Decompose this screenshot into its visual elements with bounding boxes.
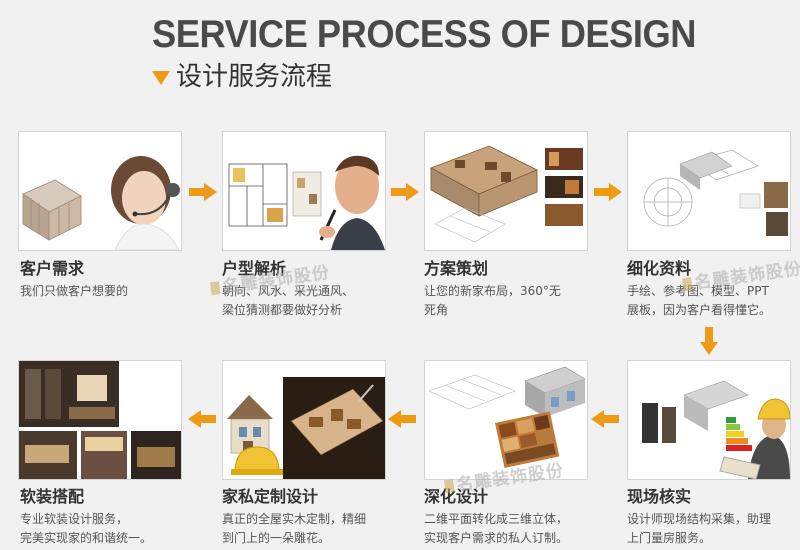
page-subtitle: 设计服务流程	[152, 62, 332, 92]
arrow-left-icon	[188, 410, 216, 428]
step-image-floorplan	[222, 131, 386, 251]
step-desc-line2: 到门上的一朵雕花。	[222, 531, 331, 545]
logo-icon	[209, 281, 221, 296]
step-desc-line1: 我们只做客户想要的	[20, 284, 129, 298]
arrow-left-icon	[591, 410, 619, 428]
step-image-furniture-custom	[222, 360, 386, 480]
step-desc-line2: 死角	[424, 303, 449, 317]
step-title: 细化资料	[627, 259, 692, 278]
step-image-customer-needs	[18, 131, 182, 251]
step-title: 家私定制设计	[222, 487, 319, 506]
step-image-site-survey	[627, 360, 791, 480]
step-image-3d-plan	[424, 131, 588, 251]
step-desc-line1: 让您的新家布局，360°无	[424, 284, 561, 298]
step-desc-line1: 手绘、参考图、模型、PPT	[627, 284, 769, 298]
triangle-down-icon	[152, 71, 170, 85]
step-image-soft-furnishing	[18, 360, 182, 480]
step-image-deepen-design	[424, 360, 588, 480]
step-desc-line2: 展板，因为客户看得懂它。	[627, 303, 772, 317]
step-desc-line1: 设计师现场结构采集，助理	[627, 512, 772, 526]
arrow-right-icon	[189, 183, 217, 201]
step-title: 软装搭配	[20, 487, 85, 506]
step-title: 深化设计	[424, 487, 489, 506]
step-image-detail-drawings	[627, 131, 791, 251]
arrow-right-icon	[594, 183, 622, 201]
subtitle-text: 设计服务流程	[176, 62, 333, 92]
arrow-down-icon	[700, 327, 718, 355]
step-desc-line2: 梁位猜测都要做好分析	[222, 303, 343, 317]
step-desc-line1: 专业软装设计服务，	[20, 512, 129, 526]
arrow-right-icon	[391, 183, 419, 201]
arrow-left-icon	[388, 410, 416, 428]
step-title: 客户需求	[20, 259, 85, 278]
step-title: 现场核实	[627, 487, 692, 506]
step-desc-line2: 上门量房服务。	[627, 531, 712, 545]
step-title: 户型解析	[222, 259, 287, 278]
step-desc-line2: 实现客户需求的私人订制。	[424, 531, 569, 545]
step-desc-line1: 朝向、风水、采光通风、	[222, 284, 355, 298]
step-title: 方案策划	[424, 259, 489, 278]
step-desc-line2: 完美实现家的和谐统一。	[20, 531, 153, 545]
step-desc-line1: 真正的全屋实木定制，精细	[222, 512, 367, 526]
step-desc-line1: 二维平面转化成三维立体，	[424, 512, 569, 526]
page-title: SERVICE PROCESS OF DESIGN	[152, 13, 696, 56]
